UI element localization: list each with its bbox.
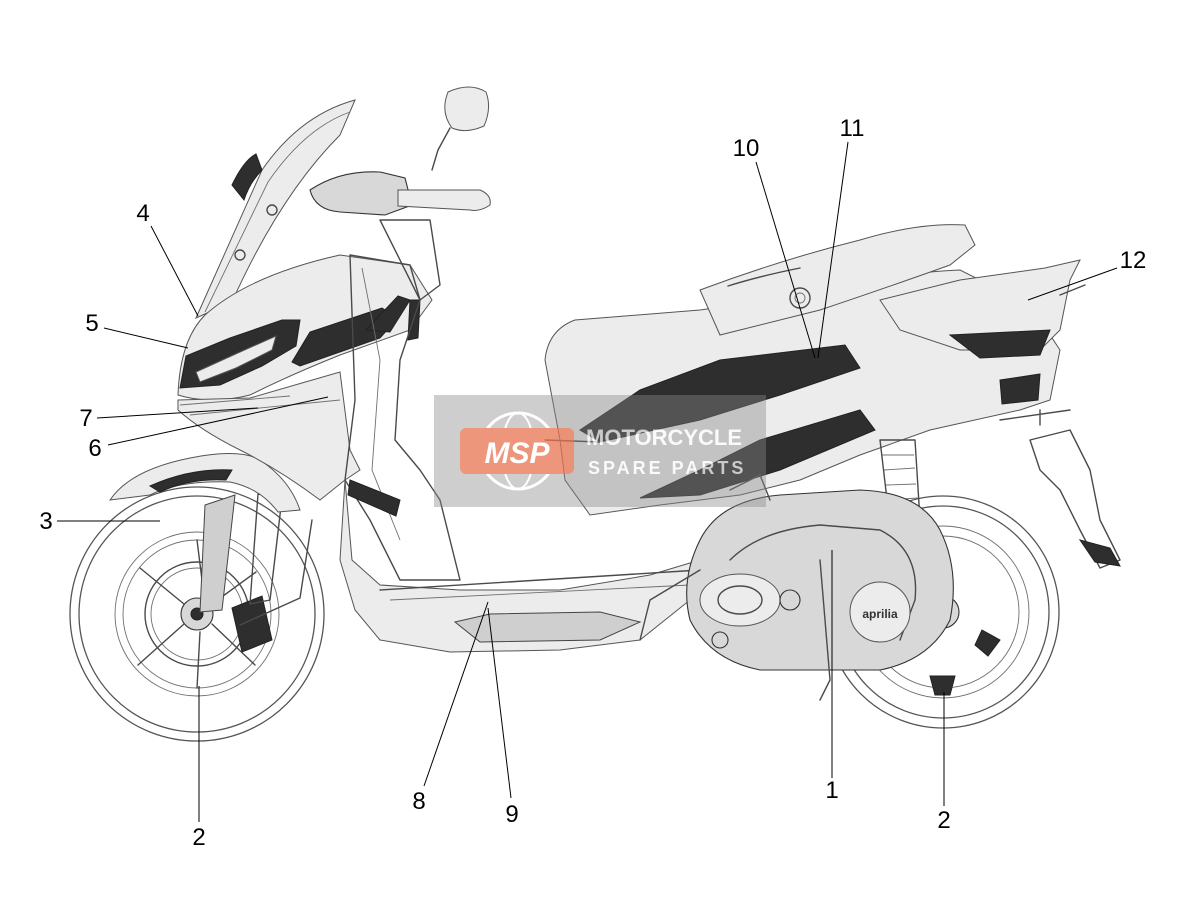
callout-11: 11	[840, 115, 865, 142]
side-decal-upper	[579, 344, 861, 443]
seat	[699, 224, 976, 336]
callout-10: 10	[733, 135, 760, 162]
callout-8: 8	[412, 788, 425, 815]
tail-light	[948, 329, 1051, 359]
leader-9	[487, 607, 512, 799]
leader-4	[150, 225, 199, 317]
callout-4: 4	[136, 200, 149, 227]
floor-grip	[453, 611, 642, 643]
windscreen	[195, 99, 356, 319]
watermark-line1: MOTORCYCLE	[586, 425, 742, 450]
leader-11	[817, 141, 849, 359]
watermark-logo: MSP	[484, 437, 550, 470]
callout-12: 12	[1120, 247, 1147, 274]
leader-5	[103, 327, 189, 349]
leader-12	[1027, 267, 1118, 301]
leader-6	[107, 396, 329, 446]
watermark-logo-box	[460, 428, 574, 474]
watermark-line2: SPARE PARTS	[588, 458, 746, 478]
engine-cvt: aprilia	[639, 474, 954, 701]
callout-1: 1	[825, 777, 838, 804]
leader-10	[755, 161, 816, 359]
callout-5: 5	[85, 310, 98, 337]
side-decal-lower	[639, 409, 876, 499]
leader-8	[423, 601, 489, 787]
callout-3: 3	[39, 508, 52, 535]
leader-lines	[57, 141, 1118, 822]
front-fender-stripe	[148, 469, 233, 493]
brand-mark: aprilia	[862, 607, 898, 621]
callout-labels: 1 2 2 3 4 5 6 7 8 9 10 11 12	[39, 115, 1146, 851]
tail-section	[879, 259, 1081, 351]
callout-2-rear: 2	[937, 807, 950, 834]
callout-6: 6	[88, 435, 101, 462]
scooter-illustration: aprilia	[69, 86, 1121, 742]
handlebar-mirror	[309, 86, 491, 341]
front-wheel	[69, 486, 325, 742]
watermark: MSP MOTORCYCLE SPARE PARTS	[434, 395, 766, 507]
callout-2-front: 2	[192, 824, 205, 851]
leader-7	[96, 407, 259, 419]
front-fender	[108, 452, 301, 513]
front-fork	[199, 493, 313, 626]
callout-7: 7	[79, 405, 92, 432]
callout-9: 9	[505, 801, 518, 828]
